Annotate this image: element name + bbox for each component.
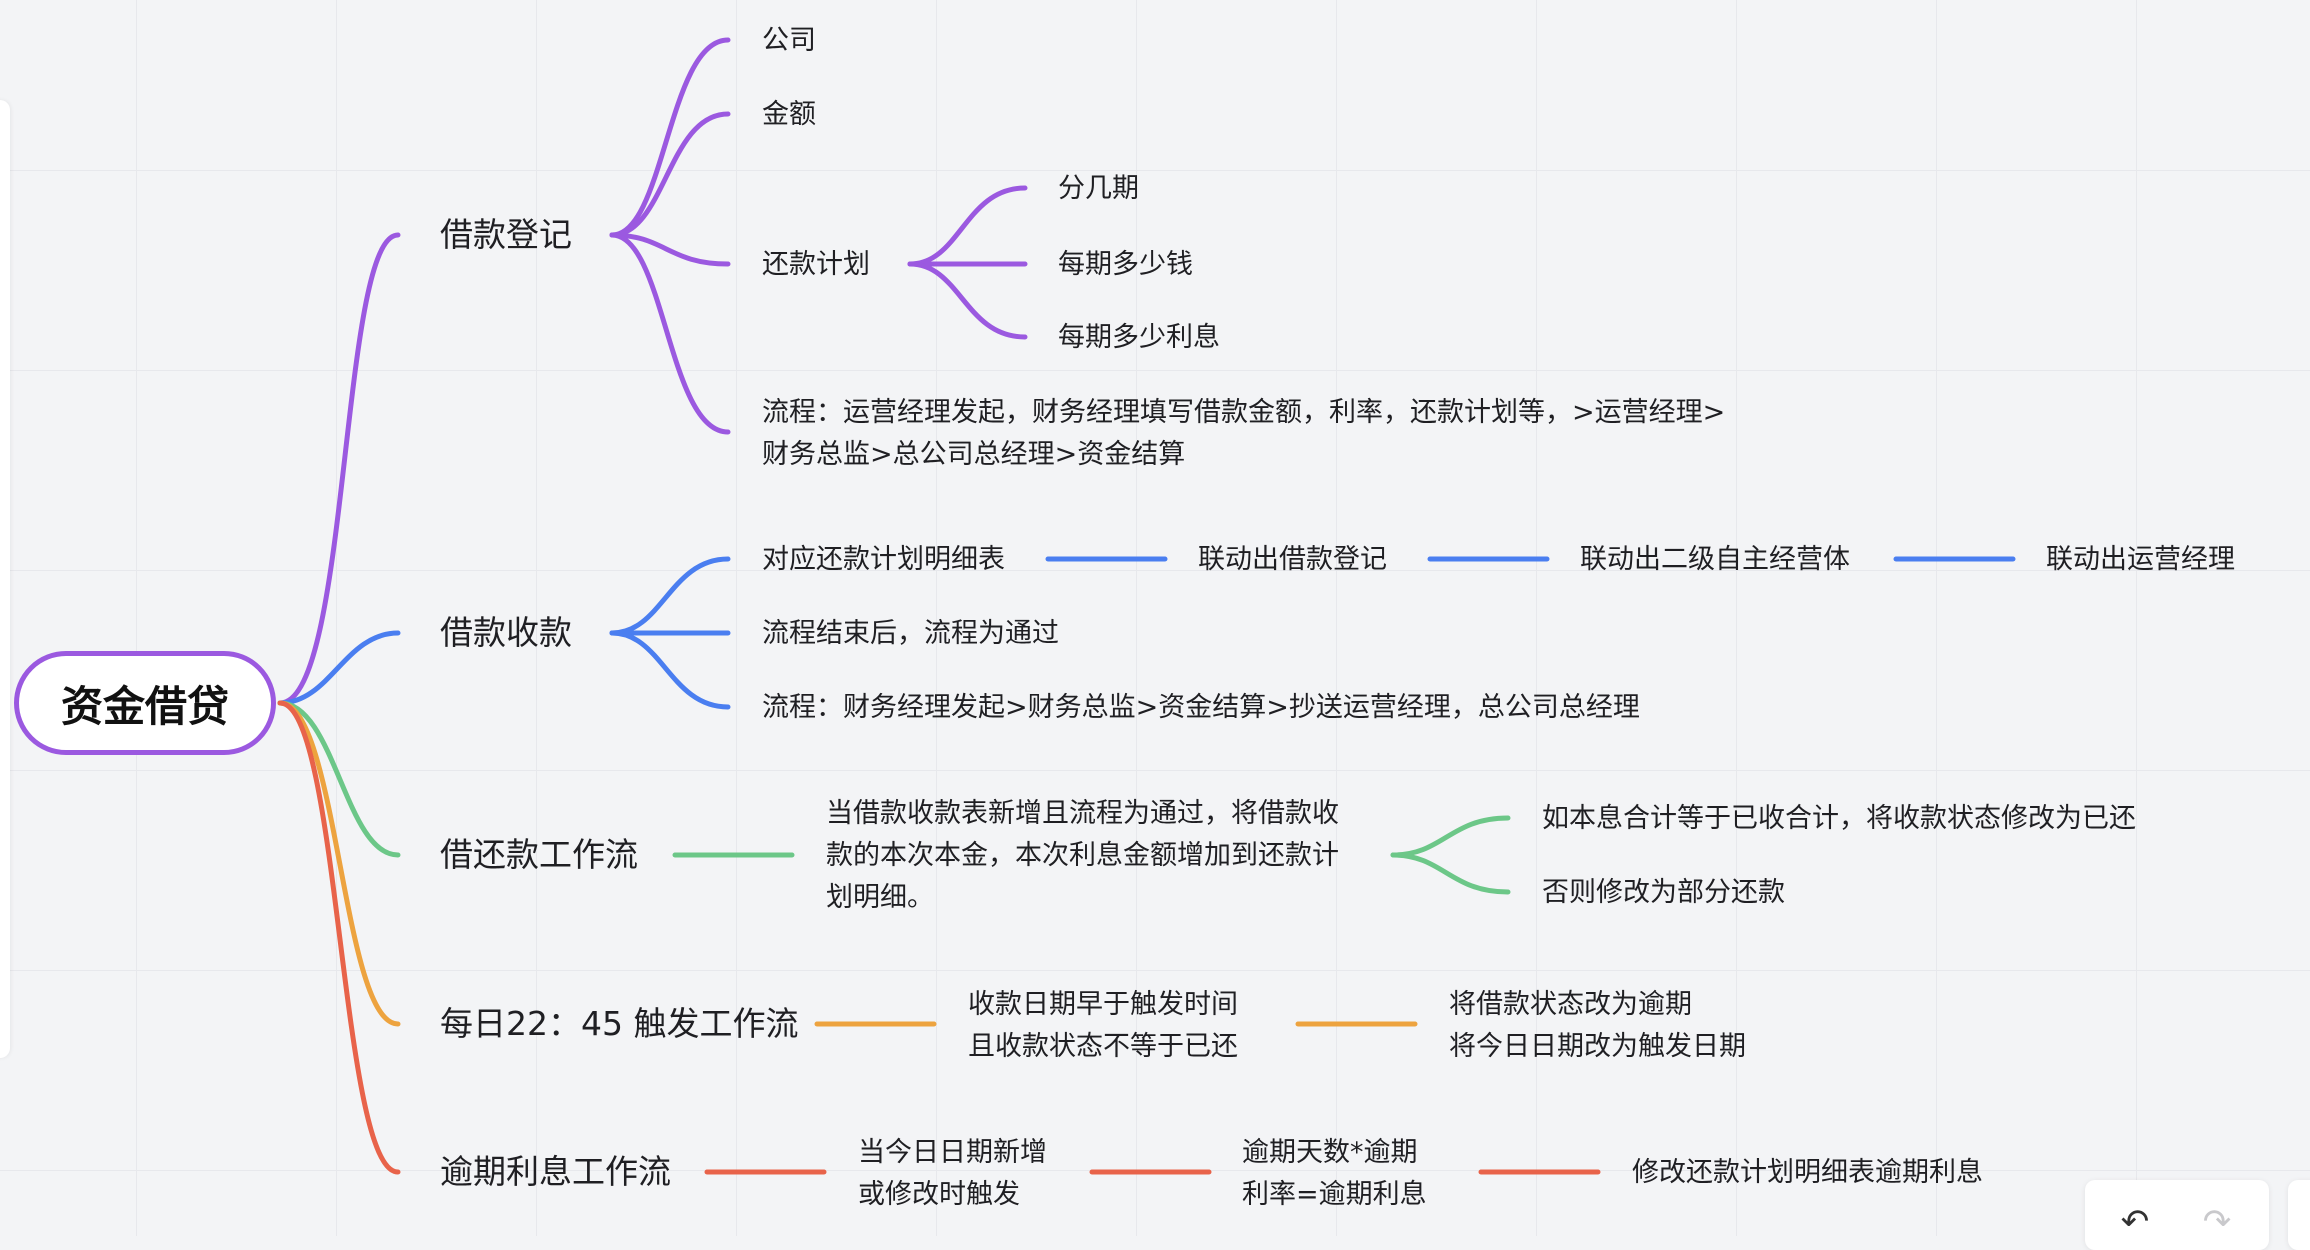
edge-root-loan-receipt bbox=[277, 630, 401, 706]
node-installments[interactable]: 分几期 bbox=[1058, 173, 1139, 204]
daily-action-line2: 将今日日期改为触发日期 bbox=[1449, 1031, 1746, 1062]
overdue-trigger-line2: 或修改时触发 bbox=[858, 1179, 1020, 1210]
overdue-formula-line2: 利率=逾期利息 bbox=[1242, 1179, 1427, 1210]
node-receipt-flow[interactable]: 流程：财务经理发起>财务总监>资金结算>抄送运营经理，总公司总经理 bbox=[762, 692, 1640, 723]
edge-receipt-flow bbox=[609, 630, 731, 710]
node-loan-register[interactable]: 借款登记 bbox=[440, 215, 572, 254]
node-per-period-interest[interactable]: 每期多少利息 bbox=[1058, 322, 1220, 353]
node-company[interactable]: 公司 bbox=[762, 25, 816, 56]
edge-plan-per-interest bbox=[907, 261, 1028, 340]
edge-root-daily-trigger bbox=[277, 700, 401, 1027]
edge-root-repay-workflow bbox=[277, 700, 401, 858]
edge-root-overdue-interest bbox=[277, 700, 401, 1175]
node-daily-cond[interactable]: 收款日期早于触发时间 且收款状态不等于已还 bbox=[968, 984, 1298, 1068]
edge-desc-yes bbox=[1390, 815, 1511, 858]
node-chain-register[interactable]: 联动出借款登记 bbox=[1198, 544, 1387, 575]
daily-cond-line2: 且收款状态不等于已还 bbox=[968, 1031, 1238, 1062]
edge-root-loan-register bbox=[277, 232, 401, 706]
node-overdue-trigger[interactable]: 当今日日期新增 或修改时触发 bbox=[858, 1132, 1098, 1216]
daily-cond-line1: 收款日期早于触发时间 bbox=[968, 989, 1238, 1020]
edge-receipt-chain bbox=[609, 556, 731, 636]
node-daily-trigger[interactable]: 每日22：45 触发工作流 bbox=[440, 1004, 799, 1043]
edge-register-company bbox=[609, 37, 731, 238]
overdue-trigger-line1: 当今日日期新增 bbox=[858, 1137, 1047, 1168]
edge-plan-installments bbox=[907, 185, 1028, 267]
node-cond-partial[interactable]: 否则修改为部分还款 bbox=[1542, 877, 1785, 908]
node-register-flow[interactable]: 流程：运营经理发起，财务经理填写借款金额，利率，还款计划等，>运营经理> 财务总… bbox=[762, 392, 1772, 476]
edge-register-amount bbox=[609, 111, 731, 238]
node-daily-action[interactable]: 将借款状态改为逾期 将今日日期改为触发日期 bbox=[1449, 984, 1869, 1068]
node-chain-entity[interactable]: 联动出二级自主经营体 bbox=[1580, 544, 1850, 575]
node-chain-plan-detail[interactable]: 对应还款计划明细表 bbox=[762, 544, 1005, 575]
node-repay-workflow[interactable]: 借还款工作流 bbox=[440, 835, 638, 874]
node-per-period-amount[interactable]: 每期多少钱 bbox=[1058, 249, 1193, 280]
node-overdue-formula[interactable]: 逾期天数*逾期 利率=逾期利息 bbox=[1242, 1132, 1482, 1216]
left-side-panel bbox=[0, 100, 10, 1058]
node-receipt-after-flow[interactable]: 流程结束后，流程为通过 bbox=[762, 618, 1059, 649]
node-amount[interactable]: 金额 bbox=[762, 99, 816, 130]
edge-register-plan bbox=[609, 232, 731, 267]
repay-desc-line3: 划明细。 bbox=[826, 882, 934, 913]
root-node[interactable]: 资金借贷 bbox=[14, 651, 276, 755]
node-chain-manager[interactable]: 联动出运营经理 bbox=[2046, 544, 2235, 575]
node-overdue-interest[interactable]: 逾期利息工作流 bbox=[440, 1152, 671, 1191]
right-side-panel bbox=[2288, 1180, 2310, 1250]
history-toolbar: ↶ ↷ bbox=[2085, 1180, 2269, 1250]
daily-action-line1: 将借款状态改为逾期 bbox=[1449, 989, 1692, 1020]
node-loan-receipt[interactable]: 借款收款 bbox=[440, 613, 572, 652]
undo-icon[interactable]: ↶ bbox=[2120, 1202, 2150, 1242]
redo-icon[interactable]: ↷ bbox=[2202, 1202, 2232, 1242]
overdue-formula-line1: 逾期天数*逾期 bbox=[1242, 1137, 1418, 1168]
node-overdue-result[interactable]: 修改还款计划明细表逾期利息 bbox=[1632, 1157, 1983, 1188]
register-flow-line1: 流程：运营经理发起，财务经理填写借款金额，利率，还款计划等，>运营经理> bbox=[762, 397, 1726, 428]
node-cond-paid[interactable]: 如本息合计等于已收合计，将收款状态修改为已还 bbox=[1542, 803, 2136, 834]
register-flow-line2: 财务总监>总公司总经理>资金结算 bbox=[762, 439, 1186, 470]
repay-desc-line1: 当借款收款表新增且流程为通过，将借款收 bbox=[826, 798, 1339, 829]
node-repay-desc[interactable]: 当借款收款表新增且流程为通过，将借款收 款的本次本金，本次利息金额增加到还款计 … bbox=[826, 793, 1386, 919]
edge-register-flow bbox=[609, 232, 731, 435]
node-repay-plan[interactable]: 还款计划 bbox=[762, 249, 870, 280]
edge-desc-no bbox=[1390, 852, 1511, 895]
repay-desc-line2: 款的本次本金，本次利息金额增加到还款计 bbox=[826, 840, 1339, 871]
